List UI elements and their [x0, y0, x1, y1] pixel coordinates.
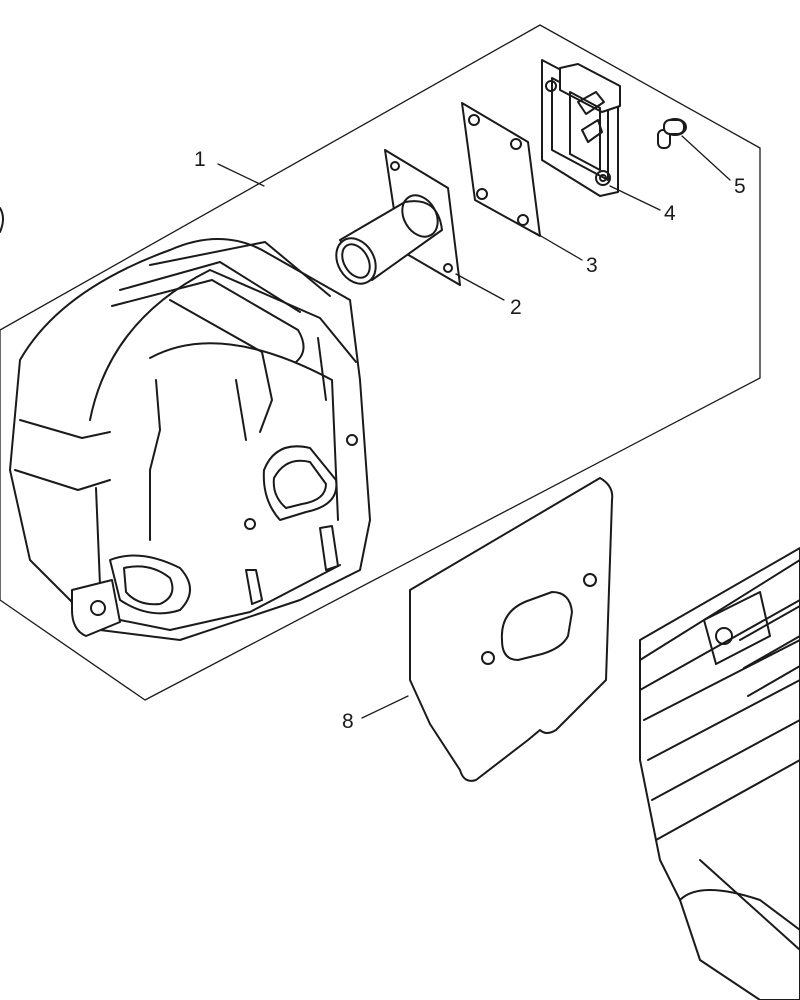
muffler-part	[9, 238, 371, 641]
leader-line-4	[609, 185, 661, 211]
callout-2: 2	[510, 296, 522, 319]
leader-line-8	[361, 695, 409, 719]
callout-3: 3	[586, 254, 598, 277]
exhaust-flange-part	[541, 59, 621, 197]
leader-line-5	[681, 135, 731, 181]
cylinder-gasket-part	[409, 477, 614, 782]
exhaust-pipe-part	[335, 149, 461, 286]
gasket-plate-part	[461, 102, 541, 237]
assembly-group-outline	[0, 24, 761, 701]
leader-line-1	[217, 163, 265, 187]
leader-line-2	[455, 273, 505, 301]
callout-4: 4	[664, 202, 676, 225]
leader-line-3	[533, 231, 583, 261]
callout-8: 8	[342, 710, 354, 733]
offscreen-part-edge	[0, 207, 4, 233]
callout-5: 5	[734, 175, 746, 198]
callout-1: 1	[194, 148, 206, 171]
bolt-part	[657, 118, 687, 149]
engine-cylinder-part	[639, 547, 800, 1000]
